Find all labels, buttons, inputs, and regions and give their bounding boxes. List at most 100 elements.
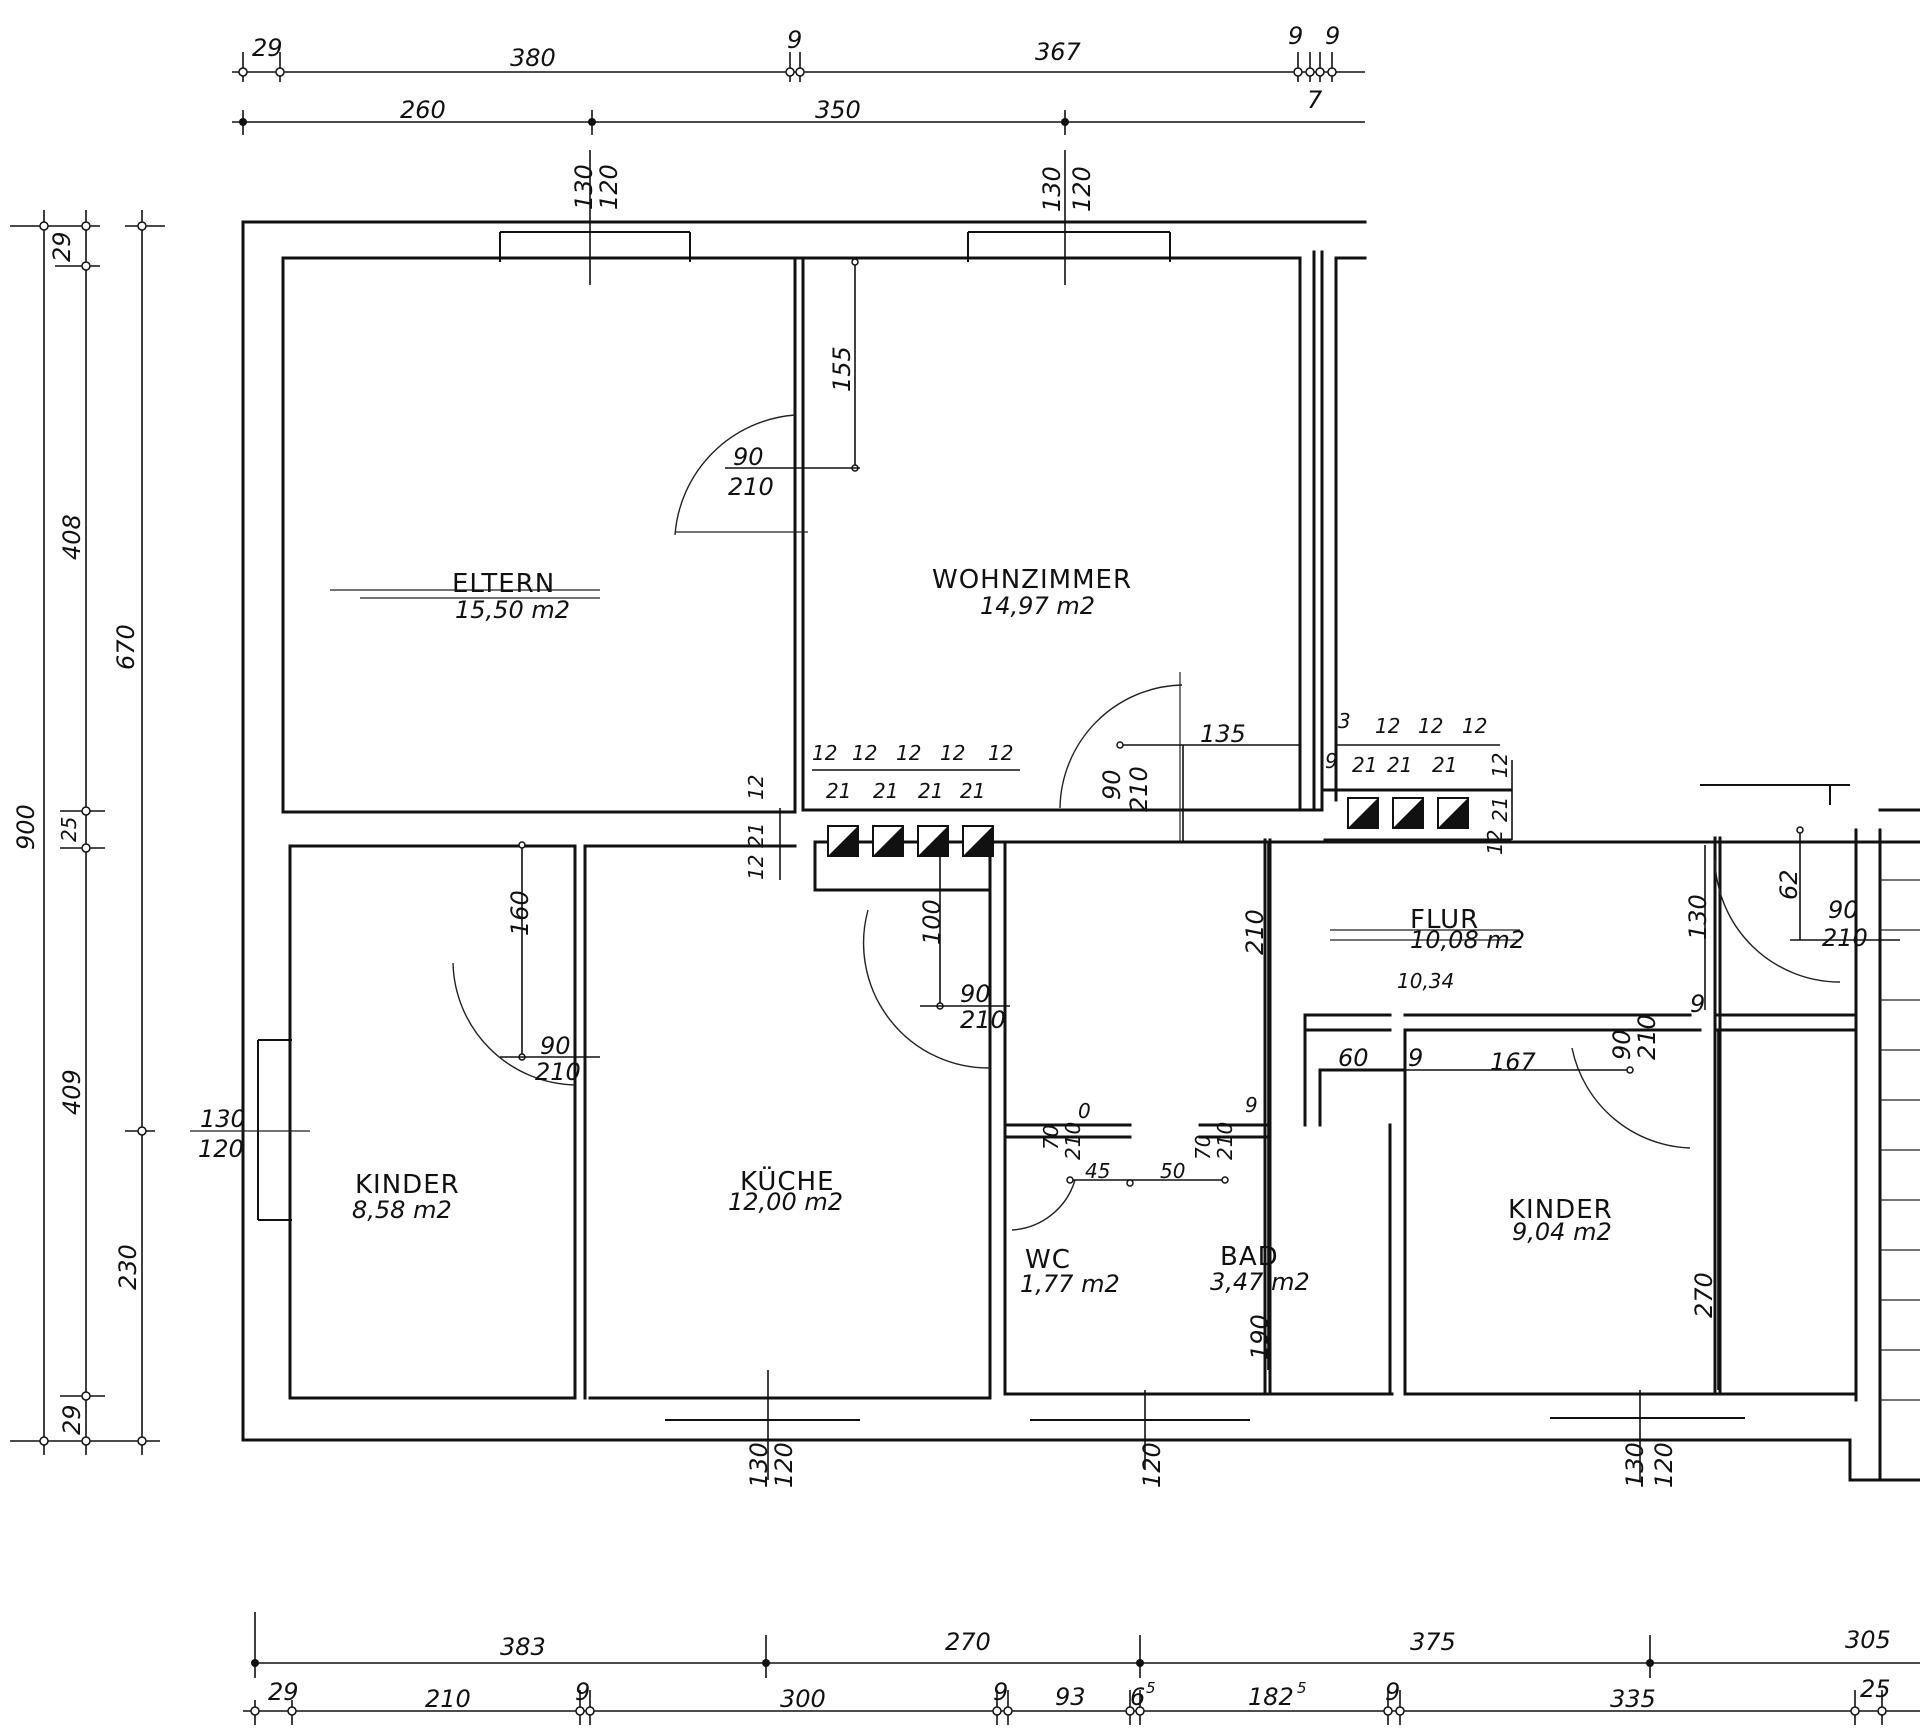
- top-dimension-chain: 29 380 9 367 9 9 7 260 350: [232, 22, 1365, 135]
- dim-50: 50: [1160, 1159, 1185, 1183]
- bottom-dimension-chain: 383 270 375 305 29 210 9 300 9 93 6 5 18…: [243, 1612, 1920, 1725]
- dim-flur-210: 210: [1241, 909, 1269, 955]
- chim-12d: 12: [940, 741, 965, 765]
- dim-wc-70: 70: [1039, 1125, 1063, 1150]
- win-bottom-right-130: 130: [1621, 1442, 1649, 1488]
- win-bottom-left-120: 120: [770, 1442, 798, 1488]
- chim-21c: 21: [918, 779, 943, 803]
- room-kinder-right-name: KINDER: [1508, 1195, 1613, 1225]
- room-flur-name: FLUR: [1410, 905, 1479, 935]
- chim2-21a: 21: [1352, 753, 1377, 777]
- dim-left-25: 25: [57, 817, 81, 842]
- chim-12a: 12: [812, 741, 837, 765]
- dim-top-260: 260: [400, 96, 446, 124]
- dim-bottom-29: 29: [268, 1678, 299, 1706]
- dim-bottom-25: 25: [1860, 1675, 1891, 1703]
- room-kinder-left-area: 8,58 m2: [352, 1196, 452, 1224]
- dim-160: 160: [506, 890, 534, 936]
- internal-dimensions: [500, 150, 1900, 1480]
- door-swings: [452, 414, 1841, 1231]
- chim-21b: 21: [873, 779, 898, 803]
- dim-top-29: 29: [252, 34, 283, 62]
- chim2-12b: 12: [1418, 714, 1443, 738]
- dim-62: 62: [1775, 869, 1803, 900]
- dim-bottom-9b: 9: [993, 1678, 1008, 1706]
- dim-bottom-305: 305: [1845, 1626, 1891, 1654]
- door-right-90: 90: [1828, 896, 1859, 924]
- dim-bottom-182-sup: 5: [1297, 1679, 1307, 1697]
- chim-v12a: 12: [744, 775, 768, 800]
- outer-walls: [190, 220, 1920, 1482]
- chim2-12c: 12: [1462, 714, 1487, 738]
- chim-12b: 12: [852, 741, 877, 765]
- dim-top-9a: 9: [787, 26, 802, 54]
- chim-v12b: 12: [744, 855, 768, 880]
- dim-bottom-93: 93: [1055, 1683, 1086, 1711]
- door-kueche-90: 90: [960, 980, 991, 1008]
- dim-bottom-210: 210: [425, 1685, 471, 1713]
- dim-190: 190: [1246, 1314, 1274, 1360]
- dim-top-367: 367: [1035, 38, 1082, 66]
- dim-flur-9: 9: [1690, 990, 1705, 1018]
- door-kinder-right-90: 90: [1608, 1029, 1636, 1060]
- room-eltern-area: 15,50 m2: [455, 596, 570, 624]
- room-flur-area: 10,08 m2: [1410, 926, 1525, 954]
- room-wohnzimmer-area: 14,97 m2: [980, 592, 1095, 620]
- door-wohn-210: 210: [1125, 766, 1153, 812]
- chim2-21b: 21: [1387, 753, 1412, 777]
- dim-60: 60: [1338, 1044, 1369, 1072]
- dim-135: 135: [1200, 720, 1246, 748]
- door-kueche-210: 210: [960, 1006, 1006, 1034]
- room-kueche-area: 12,00 m2: [728, 1188, 843, 1216]
- dim-bottom-6-sup: 5: [1146, 1679, 1156, 1697]
- win-top-right-130: 130: [1038, 166, 1066, 212]
- dim-bottom-300: 300: [780, 1685, 826, 1713]
- room-eltern-name: ELTERN: [452, 569, 555, 599]
- win-top-right-120: 120: [1068, 166, 1096, 212]
- chimney-flues: [827, 797, 1469, 857]
- chim2-v12b: 12: [1483, 830, 1507, 855]
- dim-bad-70: 70: [1191, 1135, 1215, 1160]
- room-wc-area: 1,77 m2: [1020, 1270, 1120, 1298]
- room-wohnzimmer-name: WOHNZIMMER: [932, 565, 1132, 595]
- dim-100: 100: [918, 899, 946, 945]
- door-eltern-90: 90: [733, 443, 764, 471]
- left-dimension-chain: 900 670 29 408 25 409 230 29: [10, 210, 165, 1455]
- win-bottom-right-120: 120: [1650, 1442, 1678, 1488]
- win-bottom-left-130: 130: [745, 1442, 773, 1488]
- dim-155: 155: [828, 346, 856, 392]
- dim-bottom-9c: 9: [1385, 1678, 1400, 1706]
- room-kinder-right-area: 9,04 m2: [1512, 1218, 1612, 1246]
- dim-bottom-383: 383: [500, 1633, 546, 1661]
- room-wc-name: WC: [1025, 1245, 1071, 1275]
- dim-top-9c: 9: [1325, 22, 1340, 50]
- chim-21a: 21: [826, 779, 851, 803]
- opening-dimensions: 130 120 130 120 130 120 130 120 120 130 …: [198, 164, 1868, 1488]
- dim-top-380: 380: [510, 44, 556, 72]
- dim-top-350: 350: [815, 96, 861, 124]
- room-bad-area: 3,47 m2: [1210, 1268, 1310, 1296]
- room-flur-note: 10,34: [1397, 969, 1454, 993]
- dim-flur-130: 130: [1684, 894, 1712, 940]
- interior-walls: [281, 256, 1920, 1401]
- room-bad-name: BAD: [1220, 1242, 1279, 1272]
- door-eltern-210: 210: [728, 473, 774, 501]
- door-right-210: 210: [1822, 924, 1868, 952]
- room-kueche-name: KÜCHE: [740, 1165, 835, 1197]
- room-labels: ELTERN 15,50 m2 WOHNZIMMER 14,97 m2 KIND…: [330, 565, 1613, 1298]
- door-kinder-left-210: 210: [535, 1058, 581, 1086]
- dim-bottom-6: 6: [1130, 1683, 1145, 1711]
- chim2-v21: 21: [1488, 797, 1512, 822]
- chim-12e: 12: [988, 741, 1013, 765]
- dim-bad-210: 210: [1213, 1122, 1237, 1160]
- dim-bottom-270: 270: [945, 1628, 991, 1656]
- win-bottom-mid-120: 120: [1138, 1442, 1166, 1488]
- dim-left-900: 900: [12, 804, 40, 850]
- dim-wc-0: 0: [1078, 1099, 1091, 1123]
- chim2-12a: 12: [1375, 714, 1400, 738]
- chim2-3: 3: [1338, 709, 1351, 733]
- room-kinder-left-name: KINDER: [355, 1170, 460, 1200]
- dim-left-408: 408: [58, 514, 86, 560]
- chim-12c: 12: [896, 741, 921, 765]
